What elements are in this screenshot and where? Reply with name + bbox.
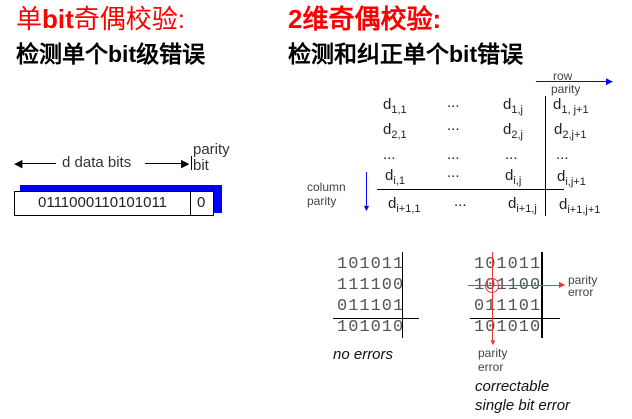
row-parity-label-2: parity: [551, 82, 581, 96]
cell-d21: d2,1: [383, 121, 407, 141]
cell-d1j: d1,j: [503, 96, 523, 116]
bits-box-divider: [190, 191, 191, 216]
col-error-line2: error: [478, 360, 504, 374]
parity-label-line2: bit: [193, 157, 209, 174]
right-title: 2维奇偶校验:: [288, 4, 442, 34]
no-err-row-2: 111100: [337, 276, 405, 295]
column-parity-error-label: parity error: [478, 346, 507, 374]
left-subtitle: 检测单个bit级错误: [16, 40, 205, 68]
right-subtitle-suffix: 错误: [477, 41, 524, 67]
cell-dots: ...: [447, 117, 460, 134]
left-title-suffix: 奇偶校验:: [73, 4, 186, 34]
no-err-horizontal-line: [333, 318, 419, 319]
parity-label-line1: parity: [193, 141, 230, 158]
cell-dots: ...: [447, 164, 460, 181]
parity-bit-label: parity bit: [193, 142, 230, 174]
col-error-line1: parity: [478, 346, 508, 360]
column-error-arrowhead-icon: ▼: [489, 338, 497, 347]
parity-bit-value: 0: [197, 194, 206, 211]
left-title-prefix: 单: [16, 4, 43, 34]
left-title: 单bit奇偶校验:: [16, 4, 185, 34]
err-row-3: 011101: [474, 297, 542, 316]
caption-line1: correctable: [475, 378, 550, 395]
no-err-row-3: 011101: [337, 297, 405, 316]
cell-di11: di+1,1: [388, 195, 421, 215]
matrix-horizontal-line: [377, 189, 564, 190]
row-error-line: [468, 285, 560, 286]
left-arrowhead-icon: ◀: [14, 158, 23, 170]
right-arrowhead-icon: ▶: [181, 158, 190, 170]
cell-dots: ...: [447, 146, 460, 163]
error-bit-circle: [485, 278, 499, 293]
cell-di1j1: di+1,j+1: [559, 196, 601, 216]
row-parity-arrow-line: [536, 81, 608, 82]
matrix-vertical-line: [545, 96, 546, 216]
cell-d11: d1,1: [383, 96, 407, 116]
column-parity-arrowhead-icon: ▼: [362, 203, 371, 213]
right-subtitle-prefix: 检测和纠正单个: [288, 41, 449, 67]
left-arrow-line: [20, 163, 56, 164]
right-subtitle-bold: bit: [449, 41, 478, 67]
err-horizontal-line: [470, 318, 560, 319]
data-bits-value: 0111000110101011: [38, 194, 168, 211]
err-vertical-line: [541, 252, 543, 338]
column-parity-arrow-line: [366, 172, 367, 208]
column-parity-line1: column: [307, 180, 346, 194]
right-subtitle: 检测和纠正单个bit错误: [288, 40, 523, 68]
err-row-1: 101011: [474, 255, 542, 274]
row-error-arrowhead-icon: ▶: [559, 280, 566, 289]
cell-dots: ...: [383, 146, 396, 163]
bits-box: [14, 191, 214, 216]
cell-di1j: di+1,j: [508, 195, 537, 215]
row-parity-error-label: parity error: [568, 274, 597, 298]
row-parity-label-1: row: [553, 69, 573, 83]
right-arrow-line: [145, 163, 185, 164]
cell-dij: di,j: [505, 167, 522, 187]
cell-dots: ...: [505, 146, 518, 163]
correctable-caption: correctable single bit error: [475, 377, 570, 415]
left-subtitle-prefix: 检测单个: [16, 41, 108, 67]
cell-d1j1: d1, j+1: [553, 96, 589, 116]
no-err-row-4: 101010: [337, 318, 405, 337]
arrow-stop-bar: [191, 156, 192, 170]
caption-line2: single bit error: [475, 397, 571, 414]
cell-di1: di,1: [385, 167, 405, 187]
data-bits-label: d data bits: [62, 154, 132, 171]
cell-d2j1: d2,j+1: [554, 121, 587, 141]
row-error-line2: error: [568, 285, 594, 299]
left-title-bold: bit: [42, 4, 74, 34]
left-subtitle-bold: bit: [108, 41, 137, 67]
cell-dots: ...: [454, 193, 467, 210]
row-error-line1: parity: [568, 273, 598, 287]
cell-dij1: di,j+1: [557, 168, 586, 188]
column-error-line: [492, 252, 493, 344]
err-row-4: 101010: [474, 318, 542, 337]
no-err-vertical-line: [402, 252, 403, 338]
column-parity-line2: parity: [307, 194, 337, 208]
cell-d2j: d2,j: [503, 121, 523, 141]
cell-dots: ...: [556, 146, 569, 163]
row-parity-arrowhead-icon: ▶: [606, 76, 613, 86]
no-err-row-1: 101011: [337, 255, 405, 274]
left-subtitle-suffix: 级错误: [136, 41, 206, 67]
cell-dots: ...: [447, 94, 460, 111]
no-errors-caption: no errors: [333, 346, 394, 363]
column-parity-label: column parity: [307, 180, 346, 208]
